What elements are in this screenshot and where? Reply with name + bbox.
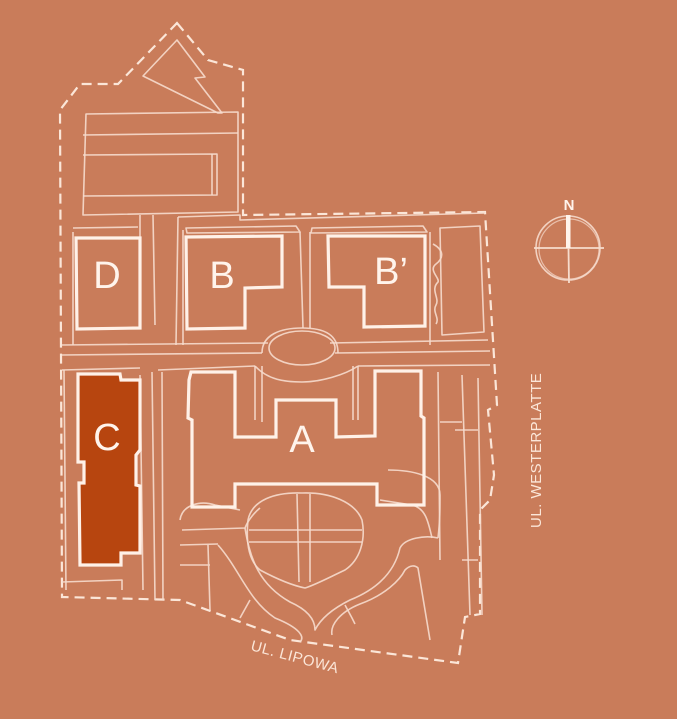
building-C[interactable]: C [76, 372, 142, 567]
building-A[interactable]: A [186, 369, 426, 509]
building-A-label: A [289, 419, 315, 461]
building-D[interactable]: D [74, 236, 142, 331]
street-label-lipowa: UL. LIPOWA [249, 637, 341, 677]
building-B[interactable]: B [184, 234, 284, 331]
building-B-prime-label: B’ [374, 251, 408, 293]
compass-north-icon: N [534, 197, 604, 284]
street-label-westerplatte: UL. WESTERPLATTE [528, 373, 545, 528]
building-C-label: C [93, 417, 120, 459]
building-D-label: D [93, 255, 120, 297]
compass-n-label: N [564, 197, 575, 214]
building-B-prime[interactable]: B’ [326, 234, 427, 329]
site-boundary [58, 21, 499, 665]
building-B-label: B [209, 255, 234, 297]
north-parking-area [82, 39, 239, 216]
walkways [61, 212, 491, 643]
